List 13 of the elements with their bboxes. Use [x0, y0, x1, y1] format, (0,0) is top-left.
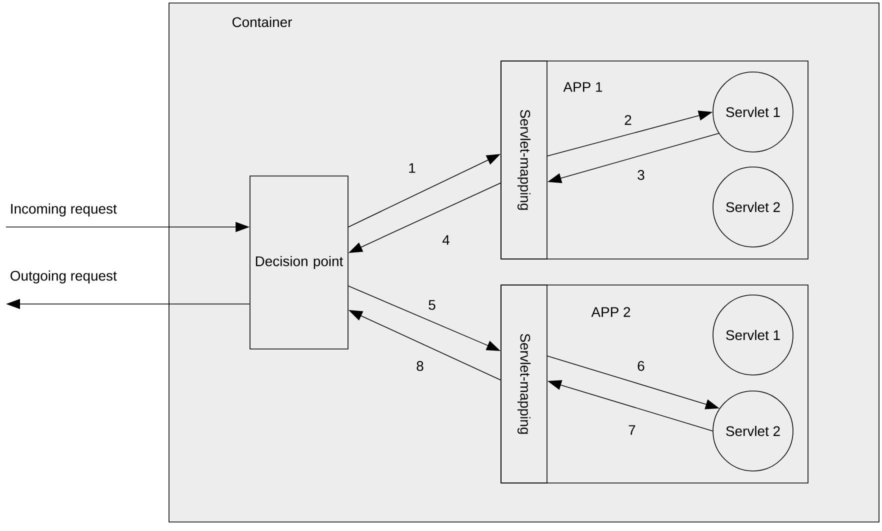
edge-label: 2 [622, 114, 634, 126]
edge-label: 6 [636, 360, 646, 372]
edge-label: 3 [636, 168, 646, 182]
edge-label: 4 [440, 234, 452, 246]
edge-label: 1 [406, 162, 418, 174]
decision-box: Decision point [250, 176, 348, 350]
mapping-strip: Servlet-mapping [500, 60, 548, 260]
edge-label: 5 [426, 298, 438, 312]
edge-label: Incoming request [8, 202, 118, 218]
edge-label: 8 [414, 360, 426, 372]
edge-label: 7 [626, 424, 638, 436]
mapping-strip: Servlet-mapping [500, 284, 548, 484]
edge-label: Outgoing request [8, 268, 118, 285]
